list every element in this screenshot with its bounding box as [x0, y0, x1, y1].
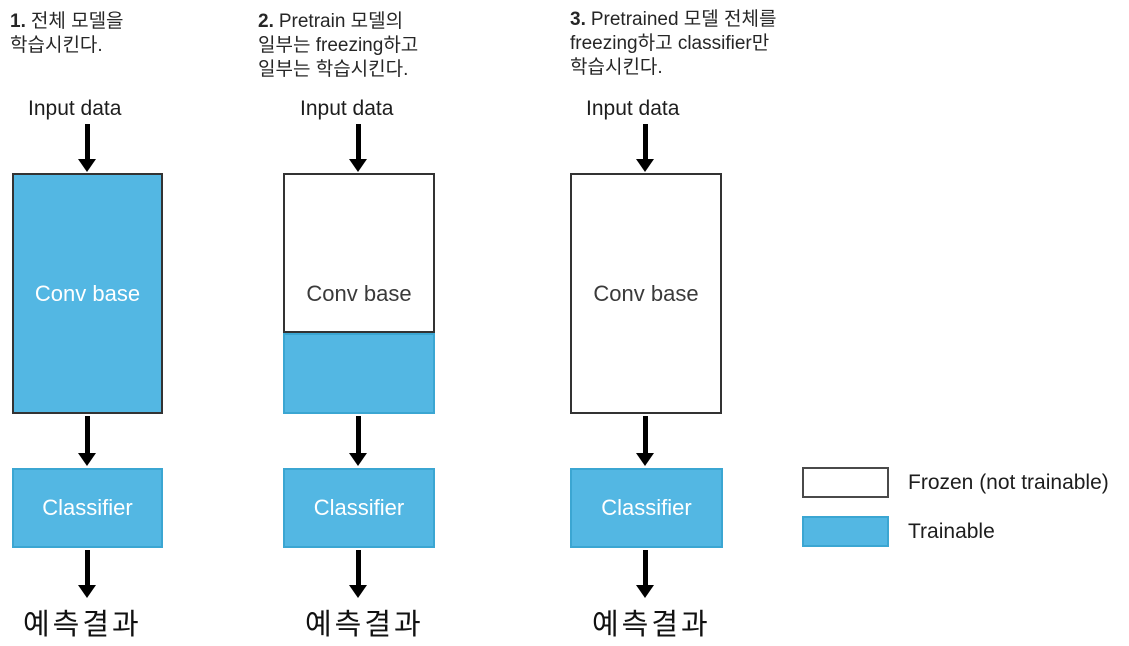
mid-arrow	[349, 416, 367, 466]
legend-frozen-label: Frozen (not trainable)	[908, 471, 1109, 494]
legend-trainable-label: Trainable	[908, 520, 995, 543]
input-data-label: Input data	[300, 97, 394, 120]
conv-frozen-part	[283, 173, 435, 333]
column-1-header: 1.전체 모델을 학습시킨다.	[10, 10, 124, 58]
output-arrow	[78, 550, 96, 598]
conv-base-box-frozen: Conv base	[570, 173, 722, 414]
conv-base-label: Conv base	[593, 280, 699, 306]
classifier-label: Classifier	[42, 495, 133, 520]
output-arrow	[636, 550, 654, 598]
conv-base-label: Conv base	[306, 280, 412, 306]
arrow-shaft	[355, 124, 361, 159]
mid-arrow	[636, 416, 654, 466]
classifier-label: Classifier	[601, 495, 692, 520]
conv-base-box-partial: Conv base	[283, 173, 435, 414]
conv-base-label: Conv base	[34, 280, 141, 306]
header-line-text: Pretrain 모델의	[278, 11, 404, 32]
input-data-label: Input data	[28, 97, 122, 120]
arrow-head	[636, 585, 654, 598]
header-number: 1.	[10, 11, 26, 32]
classifier-box: Classifier	[12, 468, 163, 548]
header-line-3: 일부는 학습시킨다.	[258, 59, 409, 80]
input-data-label: Input data	[586, 97, 680, 120]
arrow-shaft	[84, 124, 90, 159]
arrow-shaft	[642, 550, 648, 585]
header-line-text: 전체 모델을	[30, 11, 124, 32]
header-number: 3.	[570, 9, 586, 30]
column-3-header: 3.Pretrained 모델 전체를 freezing하고 classifie…	[570, 8, 776, 80]
header-number: 2.	[258, 11, 274, 32]
classifier-box: Classifier	[283, 468, 435, 548]
arrow-head	[349, 585, 367, 598]
header-line-1: 3.Pretrained 모델 전체를	[570, 8, 776, 32]
arrow-head	[349, 453, 367, 466]
column-2-header: 2.Pretrain 모델의 일부는 freezing하고 일부는 학습시킨다.	[258, 10, 418, 82]
arrow-shaft	[642, 124, 648, 159]
arrow-head	[349, 159, 367, 172]
conv-base-box-trainable: Conv base	[12, 173, 163, 414]
conv-trainable-part	[283, 333, 435, 414]
prediction-result-label: 예측결과	[592, 609, 711, 641]
classifier-label: Classifier	[313, 495, 405, 520]
prediction-result-label: 예측결과	[23, 609, 142, 641]
arrow-head	[78, 585, 96, 598]
arrow-shaft	[84, 416, 90, 453]
input-arrow	[349, 124, 367, 172]
arrow-shaft	[355, 550, 361, 585]
classifier-box: Classifier	[570, 468, 723, 548]
arrow-head	[78, 453, 96, 466]
arrow-head	[78, 159, 96, 172]
arrow-shaft	[84, 550, 90, 585]
arrow-head	[636, 159, 654, 172]
input-arrow	[78, 124, 96, 172]
mid-arrow	[78, 416, 96, 466]
input-arrow	[636, 124, 654, 172]
arrow-shaft	[642, 416, 648, 453]
header-line-1: 2.Pretrain 모델의	[258, 10, 418, 34]
header-line-1: 1.전체 모델을	[10, 10, 124, 34]
header-line-text: Pretrained 모델 전체를	[590, 9, 777, 30]
header-line-3: 학습시킨다.	[570, 57, 663, 78]
header-line-2: 학습시킨다.	[10, 35, 103, 56]
arrow-head	[636, 453, 654, 466]
header-line-2: freezing하고 classifier만	[570, 33, 770, 54]
legend-frozen-swatch	[802, 467, 889, 498]
header-line-2: 일부는 freezing하고	[258, 35, 419, 56]
prediction-result-label: 예측결과	[305, 609, 424, 641]
output-arrow	[349, 550, 367, 598]
arrow-shaft	[355, 416, 361, 453]
legend-trainable-swatch	[802, 516, 889, 547]
